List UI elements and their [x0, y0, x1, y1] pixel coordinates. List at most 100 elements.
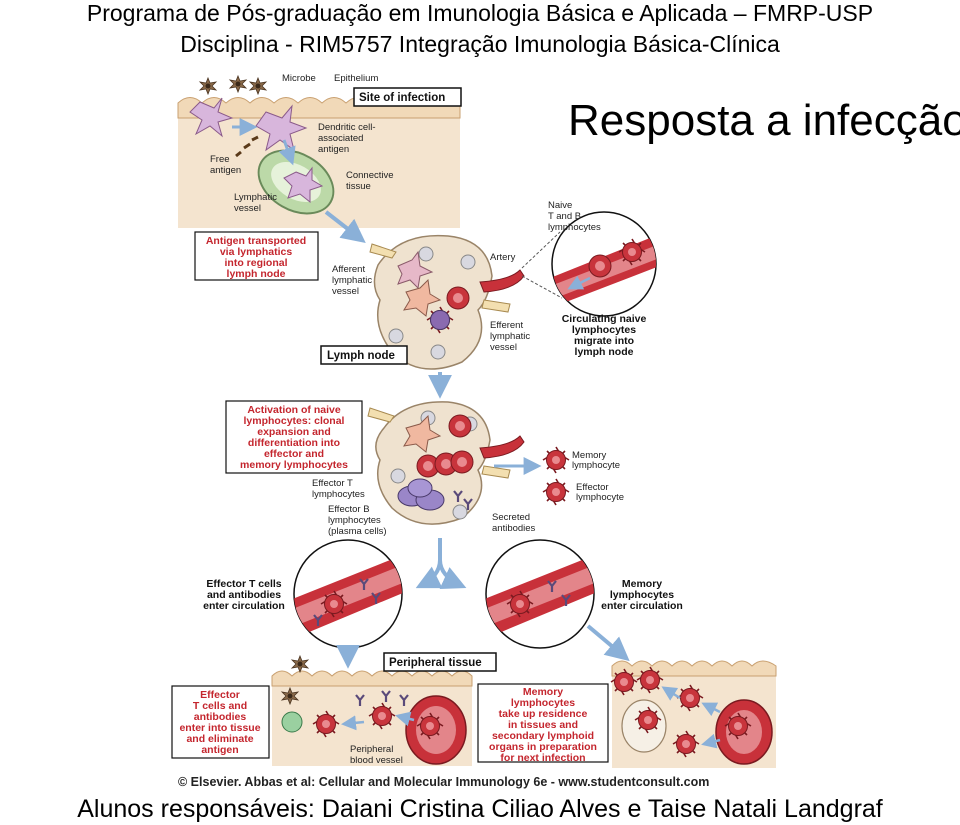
efferent-vessel-shape	[481, 299, 511, 313]
effector-tissue-line-3: antibodies	[194, 711, 247, 723]
circulating-label-1: Circulating naive	[562, 313, 647, 325]
microbe-label: Microbe	[282, 73, 316, 84]
slide-title: Resposta a infecção	[568, 96, 960, 145]
dendritic-cell-icon	[189, 97, 234, 138]
efferent-label-1: Efferent	[490, 320, 523, 331]
effector-circulation-inset: Effector T cells and antibodies enter ci…	[203, 539, 403, 649]
activation-line-3: expansion and	[257, 426, 331, 438]
afferent-label-2: lymphatic	[332, 275, 372, 286]
effector-b-label-2: lymphocytes	[328, 515, 381, 526]
lymph-node-activation-panel: Memory lymphocyte Effector lymphocyte Ef…	[312, 401, 624, 537]
memory-residence-line-3: take up residence	[499, 708, 588, 720]
effector-t-label-2: lymphocytes	[312, 489, 365, 500]
memory-residence-line-2: lymphocytes	[511, 697, 575, 709]
activation-line-5: effector and	[264, 448, 324, 460]
activation-line-6: memory lymphocytes	[240, 459, 348, 471]
peripheral-tissue-panel: Peripheral tissue Peripheral blood vesse…	[271, 652, 497, 766]
dendritic-cell-icon	[283, 166, 324, 204]
antigen-transport-line-1: Antigen transported	[206, 235, 306, 247]
naive-t-cell-icon	[446, 286, 470, 310]
effector-tissue-box: Effector T cells and antibodies enter in…	[171, 685, 270, 759]
diagonal-arrow	[586, 624, 630, 662]
memory-residence-line-1: Memory	[523, 686, 563, 698]
site-of-infection-label: Site of infection	[359, 92, 445, 104]
memory-residence-line-6: organs in preparation	[489, 741, 597, 753]
memory-lymph-label-1: Memory	[572, 450, 607, 461]
lymph-node-box	[320, 345, 408, 365]
artery-shape	[479, 269, 525, 293]
memory-circ-line-1: Memory	[622, 578, 662, 590]
effector-t-icon	[450, 450, 474, 474]
branch-arrow-left	[415, 538, 443, 589]
free-antigen-icon	[235, 135, 259, 158]
microbe-icon	[229, 75, 247, 93]
afferent-vessel-shape	[369, 243, 397, 259]
header-line-1: Programa de Pós-graduação em Imunologia …	[86, 0, 874, 26]
dendritic-label-3: antigen	[318, 144, 349, 155]
dendritic-label-2: associated	[318, 133, 363, 144]
site-of-infection-box	[353, 87, 462, 107]
lymph-node-label: Lymph node	[327, 350, 395, 362]
lymphatic-vessel-label-2: vessel	[234, 203, 261, 214]
circulating-label-2: lymphocytes	[572, 324, 636, 336]
memory-residence-line-5: secondary lymphoid	[492, 730, 594, 742]
connective-label-1: Connective	[346, 170, 394, 181]
effector-t-label-1: Effector T	[312, 478, 353, 489]
effector-b-label-1: Effector B	[328, 504, 370, 515]
naive-label-2: T and B	[548, 211, 581, 222]
naive-label-3: lymphocytes	[548, 222, 601, 233]
activation-line-4: differentiation into	[248, 437, 340, 449]
efferent-label-3: vessel	[490, 342, 517, 353]
dendritic-cell-icon	[397, 250, 434, 290]
lymph-node-panel: Lymph node Afferent lymphatic vessel Art…	[320, 234, 530, 370]
activation-line-1: Activation of naive	[247, 404, 341, 416]
efferent-label-2: lymphatic	[490, 331, 530, 342]
memory-circulation-inset: Memory lymphocytes enter circulation	[485, 539, 683, 649]
activation-line-2: lymphocytes: clonal	[244, 415, 345, 427]
effector-lymphocyte-icon	[542, 478, 570, 506]
microbe-icon	[199, 77, 217, 95]
effector-tissue-line-6: antigen	[201, 744, 238, 756]
afferent-label-3: vessel	[332, 286, 359, 297]
header-line-2: Disciplina - RIM5757 Integração Imunolog…	[180, 31, 780, 57]
naive-lymphocytes-inset: Naive T and B lymphocytes Circulating na…	[521, 200, 657, 358]
antigen-transport-line-3: into regional	[225, 257, 288, 269]
peripheral-tissue-label: Peripheral tissue	[389, 657, 482, 669]
secreted-label-1: Secreted	[492, 512, 530, 523]
microbe-icon	[291, 655, 309, 673]
free-antigen-label-1: Free	[210, 154, 230, 165]
effector-tissue-line-4: enter into tissue	[179, 722, 260, 734]
t-cell-icon	[448, 414, 472, 438]
blood-vessel-label-2: blood vessel	[350, 755, 403, 766]
branch-arrow-right	[438, 559, 467, 589]
dendritic-cell-icon	[403, 278, 442, 317]
free-antigen-label-2: antigen	[210, 165, 241, 176]
effector-lymph-label-2: lymphocyte	[576, 492, 624, 503]
epithelium-label: Epithelium	[334, 73, 378, 84]
memory-circ-line-2: lymphocytes	[610, 589, 674, 601]
connective-label-2: tissue	[346, 181, 371, 192]
memory-lymph-label-2: lymphocyte	[572, 460, 620, 471]
circulating-label-4: lymph node	[575, 346, 634, 358]
effector-lymph-label-1: Effector	[576, 482, 609, 493]
dendritic-cell-icon	[255, 104, 308, 152]
infected-cell-icon	[281, 711, 303, 733]
memory-lymphocyte-icon	[542, 446, 570, 474]
circulating-label-3: migrate into	[574, 335, 634, 347]
footer-authors: Alunos responsáveis: Daiani Cristina Cil…	[77, 795, 883, 823]
effector-b-label-3: (plasma cells)	[328, 526, 387, 537]
effector-circ-line-3: enter circulation	[203, 600, 285, 612]
blood-vessel-label-1: Peripheral	[350, 744, 393, 755]
lymphatic-vessel-label-1: Lymphatic	[234, 192, 277, 203]
effector-circ-line-1: Effector T cells	[206, 578, 281, 590]
antigen-transport-line-4: lymph node	[227, 268, 286, 280]
effector-tissue-line-2: T cells and	[193, 700, 247, 712]
microbe-icon	[249, 77, 267, 95]
peripheral-tissue-box	[383, 652, 497, 672]
effector-tissue-line-1: Effector	[200, 689, 240, 701]
antigen-transport-box: Antigen transported via lymphatics into …	[194, 231, 319, 281]
antigen-transport-line-2: via lymphatics	[220, 246, 293, 258]
memory-residence-line-4: in tissues and	[508, 719, 578, 731]
memory-residence-line-7: for next infection	[500, 752, 585, 764]
